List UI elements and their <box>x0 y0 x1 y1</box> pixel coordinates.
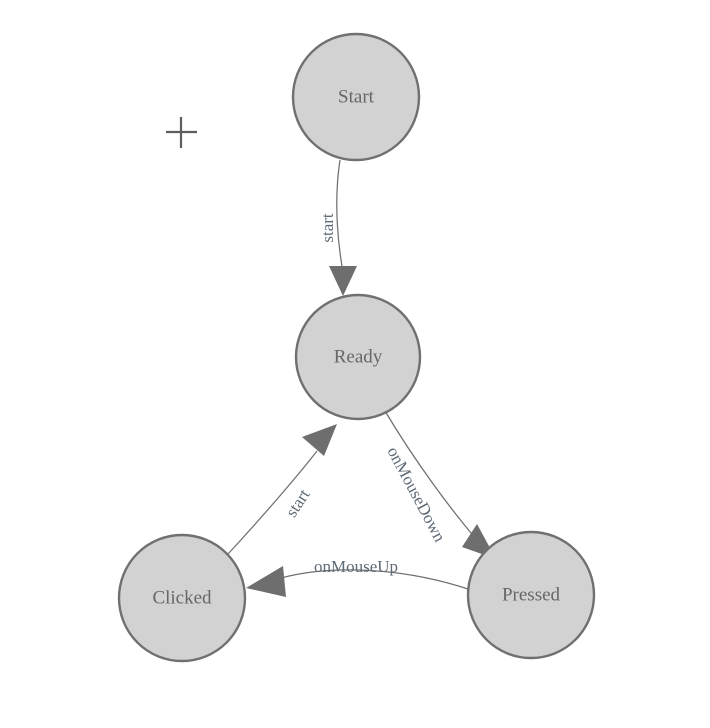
edge-start-to-ready-arrowhead <box>329 266 357 296</box>
edge-start-to-ready[interactable]: start <box>318 159 357 296</box>
node-ready[interactable]: Ready <box>294 293 422 421</box>
edge-clicked-to-ready-arrowhead <box>302 424 337 456</box>
edge-pressed-to-clicked-path[interactable] <box>280 569 469 590</box>
edge-pressed-to-clicked-label: onMouseUp <box>314 557 398 576</box>
edge-pressed-to-clicked[interactable]: onMouseUp <box>246 557 469 597</box>
edge-pressed-to-clicked-arrowhead <box>246 566 286 597</box>
edge-clicked-to-ready-path[interactable] <box>227 450 318 555</box>
edge-clicked-to-ready-label: start <box>282 485 314 520</box>
edge-ready-to-pressed-path[interactable] <box>384 410 478 541</box>
node-ready-label: Ready <box>334 346 383 367</box>
edge-start-to-ready-path[interactable] <box>336 159 344 273</box>
node-pressed-label: Pressed <box>502 584 561 605</box>
edge-clicked-to-ready[interactable]: start <box>227 424 337 555</box>
node-start-label: Start <box>338 86 375 107</box>
node-clicked[interactable]: Clicked <box>117 533 247 663</box>
crosshair-icon <box>166 117 197 148</box>
node-start[interactable]: Start <box>291 32 421 162</box>
node-pressed-circle[interactable] <box>466 530 596 660</box>
node-clicked-circle[interactable] <box>117 533 247 663</box>
edge-start-to-ready-label: start <box>318 213 337 243</box>
edge-ready-to-pressed-label: onMouseDown <box>383 444 449 546</box>
node-start-circle[interactable] <box>291 32 421 162</box>
edge-ready-to-pressed[interactable]: onMouseDown <box>383 410 496 559</box>
node-clicked-label: Clicked <box>152 587 212 608</box>
node-pressed[interactable]: Pressed <box>466 530 596 660</box>
node-ready-circle[interactable] <box>294 293 422 421</box>
